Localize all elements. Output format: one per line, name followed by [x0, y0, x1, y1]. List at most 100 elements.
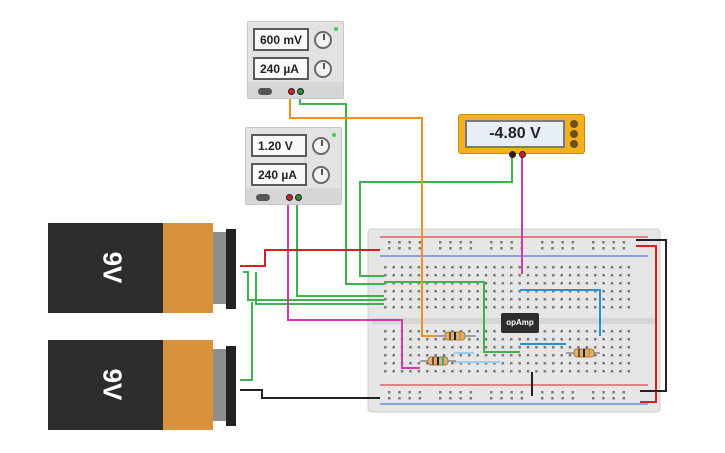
breadboard-hole[interactable]: [543, 290, 547, 293]
breadboard-hole[interactable]: [459, 290, 463, 293]
breadboard-hole[interactable]: [541, 391, 544, 394]
breadboard-hole[interactable]: [526, 362, 530, 365]
breadboard-hole[interactable]: [501, 338, 505, 341]
breadboard-hole[interactable]: [602, 290, 605, 293]
breadboard-hole[interactable]: [510, 266, 513, 269]
breadboard-hole[interactable]: [400, 298, 404, 301]
breadboard-hole[interactable]: [459, 247, 462, 250]
breadboard-hole[interactable]: [500, 247, 503, 250]
breadboard-hole[interactable]: [560, 346, 563, 349]
breadboard-hole[interactable]: [476, 290, 479, 293]
breadboard-hole[interactable]: [469, 397, 473, 400]
breadboard-hole[interactable]: [571, 397, 575, 400]
breadboard-hole[interactable]: [610, 362, 614, 365]
breadboard-hole[interactable]: [384, 306, 387, 309]
breadboard-hole[interactable]: [398, 241, 401, 244]
breadboard-hole[interactable]: [408, 391, 411, 394]
breadboard-hole[interactable]: [627, 338, 631, 341]
breadboard-hole[interactable]: [418, 391, 422, 394]
breadboard-hole[interactable]: [510, 391, 513, 394]
breadboard-hole[interactable]: [384, 338, 387, 341]
breadboard-hole[interactable]: [577, 330, 580, 333]
breadboard-hole[interactable]: [619, 274, 622, 277]
breadboard-hole[interactable]: [442, 370, 446, 373]
psu1-current-knob-icon[interactable]: [314, 60, 332, 78]
breadboard-hole[interactable]: [510, 397, 513, 400]
breadboard-hole[interactable]: [417, 274, 421, 277]
breadboard-hole[interactable]: [510, 346, 513, 349]
breadboard-hole[interactable]: [610, 370, 614, 373]
breadboard-hole[interactable]: [442, 282, 446, 285]
breadboard-hole[interactable]: [434, 266, 437, 269]
breadboard-hole[interactable]: [476, 362, 479, 365]
breadboard-hole[interactable]: [585, 274, 589, 277]
breadboard-hole[interactable]: [417, 370, 421, 373]
breadboard-hole[interactable]: [612, 247, 615, 250]
breadboard-hole[interactable]: [535, 266, 538, 269]
breadboard-hole[interactable]: [568, 282, 572, 285]
breadboard-hole[interactable]: [592, 241, 595, 244]
breadboard-hole[interactable]: [417, 346, 421, 349]
battery-1-body[interactable]: [48, 223, 163, 313]
breadboard-hole[interactable]: [468, 306, 471, 309]
breadboard-hole[interactable]: [552, 354, 555, 357]
breadboard-hole[interactable]: [627, 266, 631, 269]
breadboard-hole[interactable]: [520, 397, 524, 400]
breadboard-hole[interactable]: [501, 354, 505, 357]
breadboard-hole[interactable]: [552, 298, 555, 301]
breadboard-hole[interactable]: [442, 266, 446, 269]
resistor-r3[interactable]: [566, 348, 600, 358]
breadboard-hole[interactable]: [434, 354, 437, 357]
breadboard-hole[interactable]: [442, 274, 446, 277]
breadboard-hole[interactable]: [484, 354, 488, 357]
breadboard-hole[interactable]: [442, 346, 446, 349]
breadboard-hole[interactable]: [434, 338, 437, 341]
breadboard-hole[interactable]: [434, 346, 437, 349]
breadboard-hole[interactable]: [442, 330, 446, 333]
breadboard-hole[interactable]: [484, 290, 488, 293]
breadboard-hole[interactable]: [434, 306, 437, 309]
breadboard-hole[interactable]: [518, 274, 521, 277]
breadboard-hole[interactable]: [551, 241, 554, 244]
breadboard-hole[interactable]: [426, 282, 429, 285]
breadboard-hole[interactable]: [560, 362, 563, 365]
breadboard-hole[interactable]: [535, 290, 538, 293]
battery-1-terminal-clip-icon[interactable]: [226, 229, 236, 309]
breadboard-hole[interactable]: [541, 247, 544, 250]
power-supply-1[interactable]: 600 mV 240 µA: [247, 21, 344, 99]
breadboard-hole[interactable]: [408, 397, 411, 400]
breadboard-hole[interactable]: [627, 298, 631, 301]
breadboard-hole[interactable]: [426, 330, 429, 333]
breadboard-hole[interactable]: [535, 346, 538, 349]
breadboard-hole[interactable]: [493, 346, 496, 349]
breadboard-hole[interactable]: [619, 290, 622, 293]
breadboard-hole[interactable]: [493, 362, 496, 365]
breadboard-hole[interactable]: [510, 290, 513, 293]
breadboard-hole[interactable]: [568, 290, 572, 293]
breadboard-hole[interactable]: [449, 241, 452, 244]
breadboard-hole[interactable]: [543, 354, 547, 357]
breadboard-hole[interactable]: [400, 370, 404, 373]
breadboard-hole[interactable]: [602, 330, 605, 333]
breadboard-hole[interactable]: [434, 330, 437, 333]
breadboard-hole[interactable]: [610, 306, 614, 309]
breadboard-hole[interactable]: [490, 247, 493, 250]
multimeter-v-terminal-icon[interactable]: [519, 151, 526, 158]
breadboard-hole[interactable]: [518, 290, 521, 293]
breadboard-hole[interactable]: [384, 346, 387, 349]
breadboard-hole[interactable]: [541, 241, 544, 244]
breadboard-hole[interactable]: [398, 391, 401, 394]
breadboard-hole[interactable]: [384, 362, 387, 365]
breadboard-hole[interactable]: [459, 298, 463, 301]
breadboard-hole[interactable]: [602, 266, 605, 269]
breadboard-hole[interactable]: [501, 346, 505, 349]
breadboard-hole[interactable]: [388, 391, 391, 394]
psu1-negative-terminal-icon[interactable]: [297, 88, 304, 95]
breadboard-hole[interactable]: [459, 391, 462, 394]
breadboard-hole[interactable]: [627, 362, 631, 365]
breadboard-hole[interactable]: [451, 282, 454, 285]
breadboard-hole[interactable]: [577, 346, 580, 349]
breadboard-hole[interactable]: [571, 391, 575, 394]
breadboard-hole[interactable]: [619, 282, 622, 285]
breadboard-hole[interactable]: [426, 346, 429, 349]
